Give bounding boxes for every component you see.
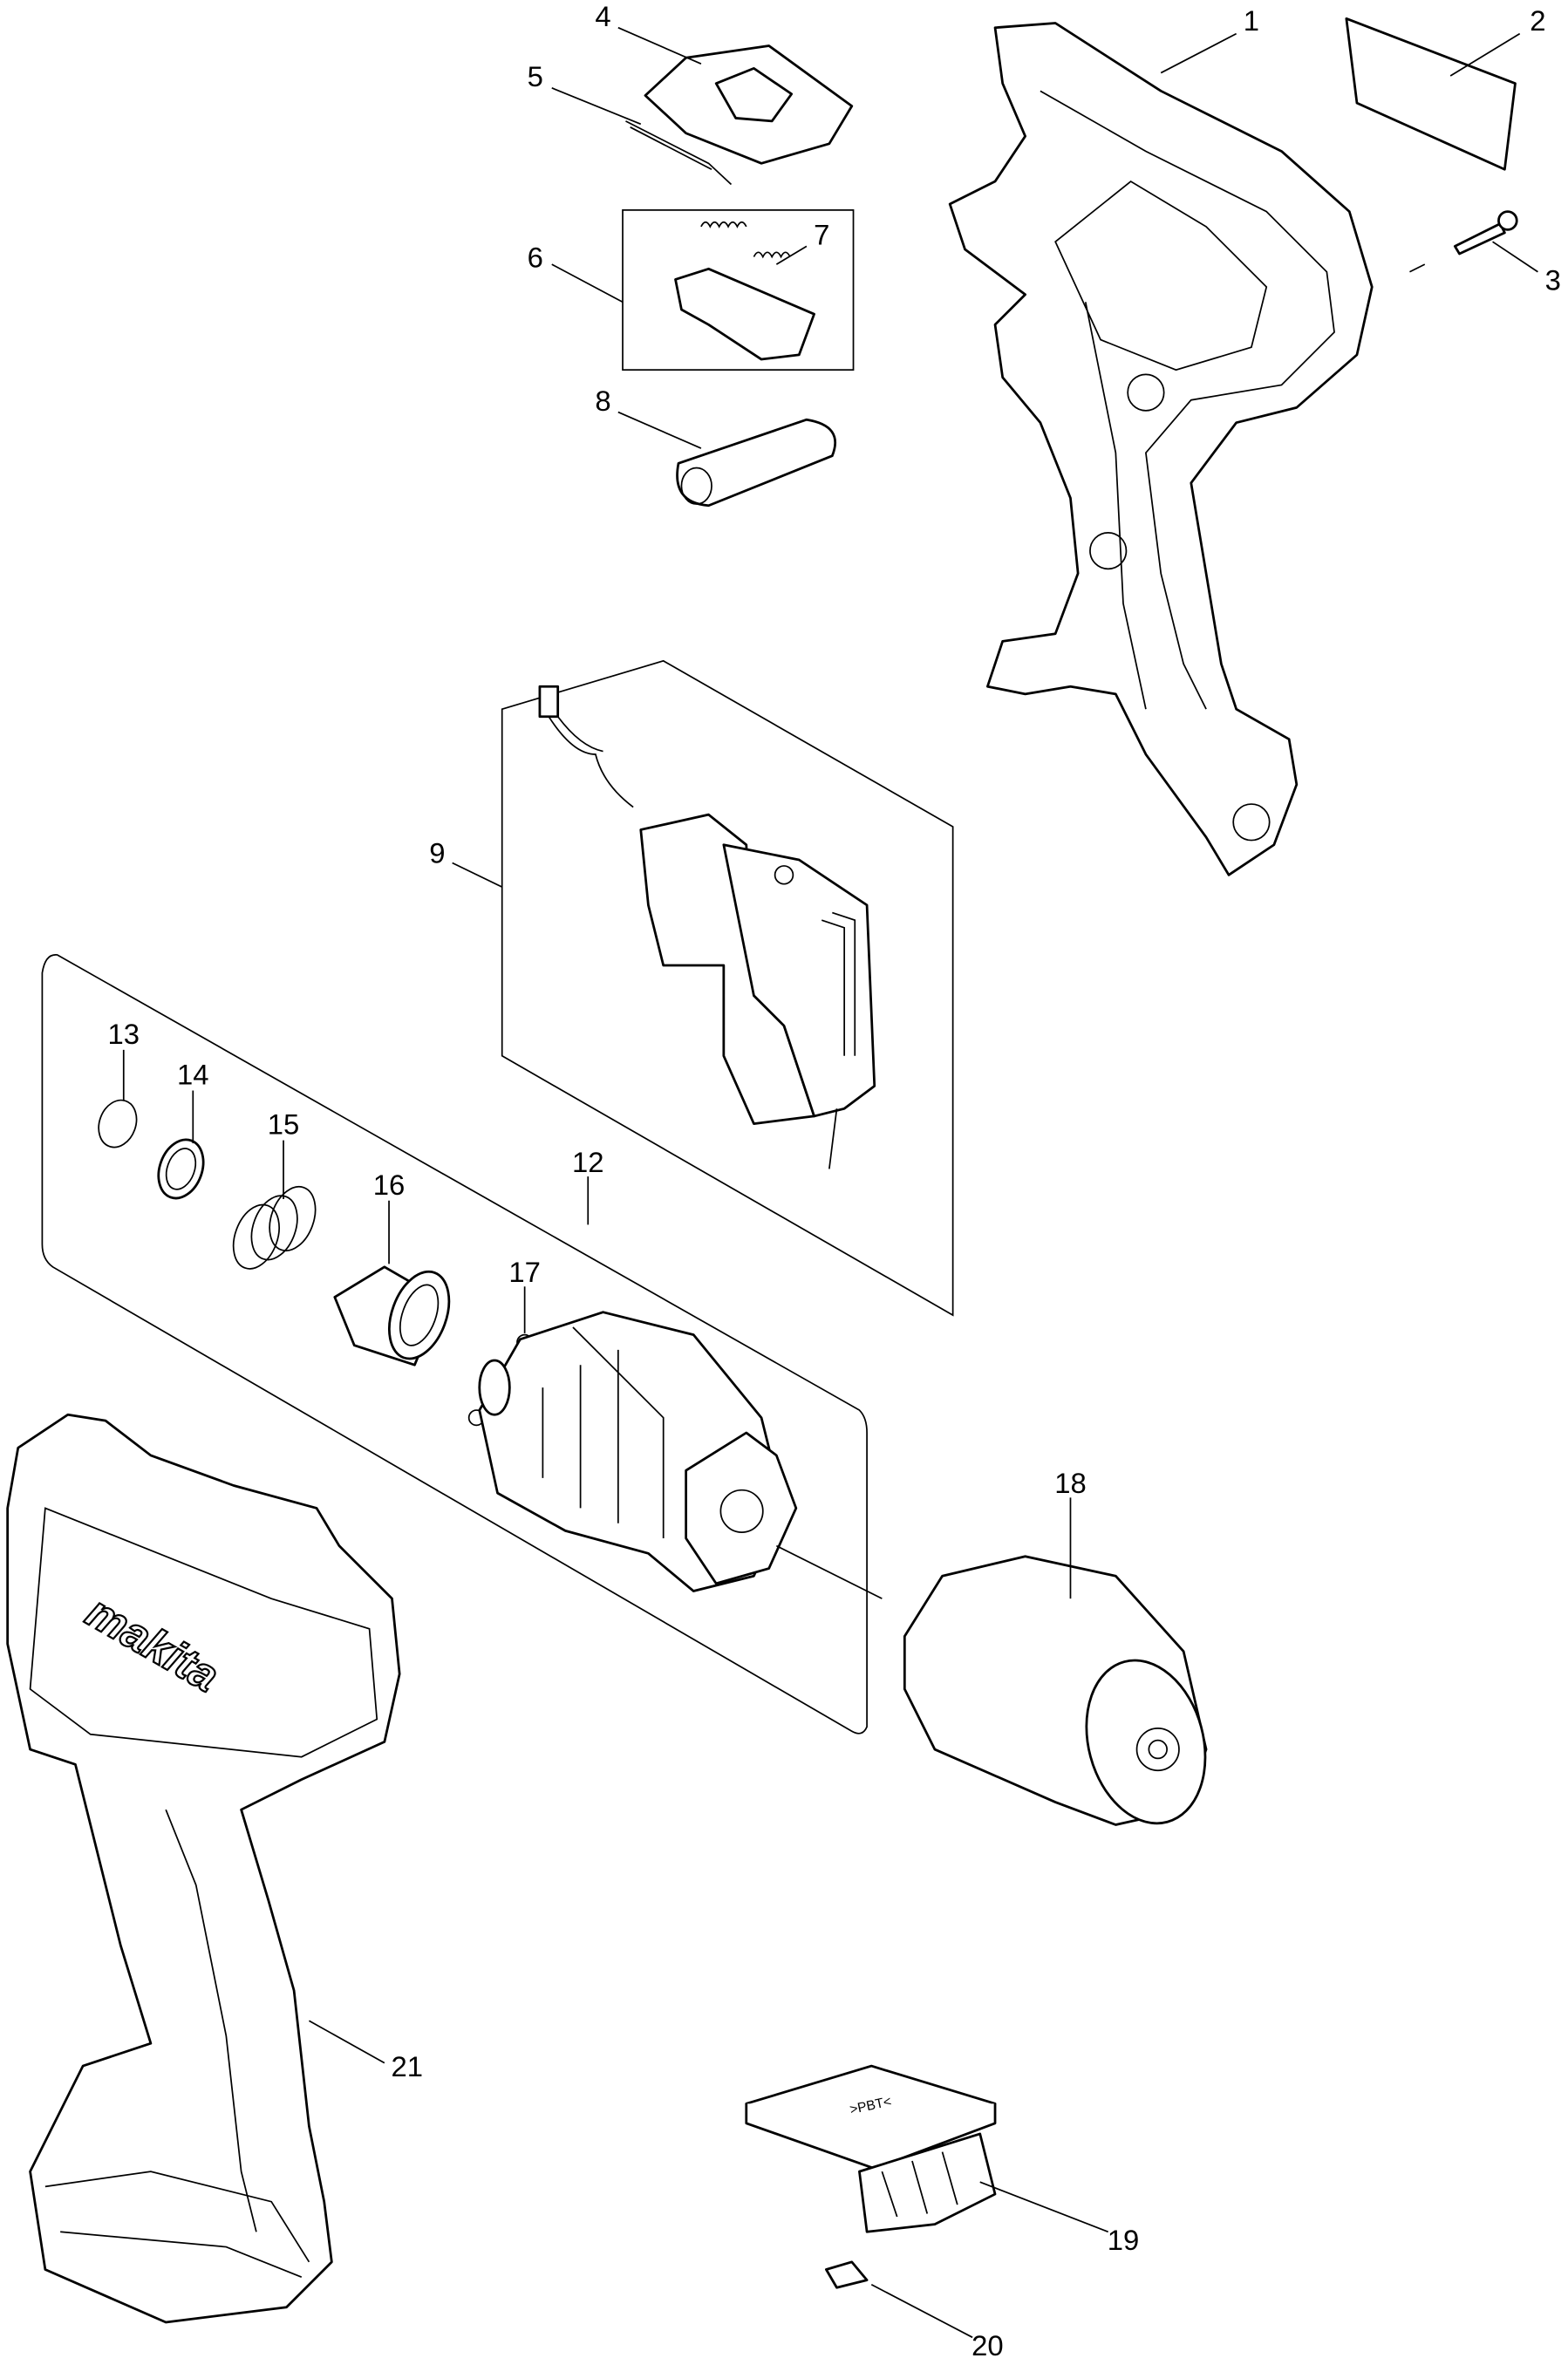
part-7-compression-springs bbox=[700, 221, 791, 259]
part-6-slider bbox=[674, 267, 815, 361]
callout-20: 20 bbox=[971, 2329, 1004, 2362]
callout-13: 13 bbox=[108, 1018, 140, 1050]
callout-8: 8 bbox=[595, 385, 610, 417]
part-16-sleeve bbox=[333, 1265, 451, 1367]
part-19-switch-board-heatsink: >PBT< bbox=[745, 2064, 997, 2233]
part-18-motor bbox=[775, 1544, 1208, 1826]
part-12-gear-assembly bbox=[478, 1311, 798, 1592]
callout-9: 9 bbox=[429, 836, 445, 869]
callout-4: 4 bbox=[595, 0, 610, 32]
part-15-coil-spring bbox=[232, 1185, 317, 1270]
callout-18: 18 bbox=[1054, 1467, 1087, 1499]
part-13-retaining-ring bbox=[98, 1099, 138, 1148]
part-9-group-box bbox=[501, 659, 954, 1317]
part-4-switch-lever bbox=[644, 44, 854, 165]
callout-21: 21 bbox=[392, 2050, 424, 2082]
part-20-insulation-sheet bbox=[825, 2260, 869, 2289]
part-5-leaf-spring bbox=[625, 120, 733, 186]
leader-lines bbox=[122, 26, 1538, 2339]
callout-15: 15 bbox=[268, 1108, 300, 1141]
callout-5: 5 bbox=[528, 60, 543, 92]
part-2-nameplate bbox=[1345, 17, 1517, 171]
callout-labels: 1 2 3 4 5 6 7 8 9 12 13 14 15 16 17 18 1… bbox=[108, 0, 1561, 2362]
callout-1: 1 bbox=[1244, 4, 1259, 37]
part-6-group-box bbox=[622, 209, 855, 371]
callout-7: 7 bbox=[814, 219, 829, 251]
callout-6: 6 bbox=[528, 242, 543, 274]
part-9-trigger-switch bbox=[538, 685, 876, 1169]
callout-2: 2 bbox=[1530, 4, 1545, 37]
part-14-flat-washer bbox=[157, 1138, 205, 1200]
callout-12: 12 bbox=[572, 1146, 604, 1178]
callout-3: 3 bbox=[1545, 264, 1561, 296]
callout-16: 16 bbox=[373, 1169, 406, 1201]
part-1-housing-right bbox=[948, 22, 1374, 876]
callout-17: 17 bbox=[508, 1256, 541, 1288]
part-12-group-box bbox=[41, 954, 868, 1735]
part-21-housing-left: makita bbox=[6, 1413, 401, 2324]
callout-19: 19 bbox=[1108, 2224, 1140, 2256]
part-3-screw bbox=[1409, 210, 1518, 273]
part-8-reversing-button bbox=[676, 418, 837, 508]
callout-14: 14 bbox=[177, 1059, 209, 1091]
